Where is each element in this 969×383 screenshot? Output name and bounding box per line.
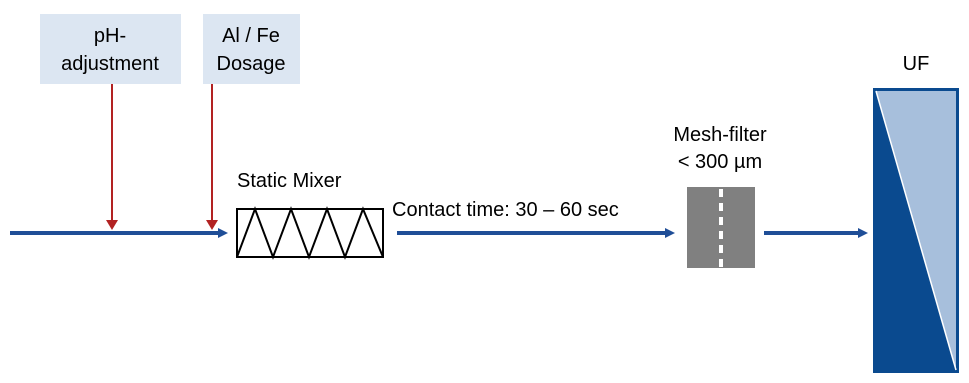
inlet-flow-arrowhead <box>218 228 228 238</box>
static-mixer-zigzag <box>236 206 384 260</box>
ph-dosing-arrowhead <box>106 220 118 230</box>
mesh-filter-label-line2: < 300 µm <box>678 151 762 173</box>
mesh-filter-block <box>687 187 755 268</box>
ph-adjustment-box <box>40 14 181 84</box>
al-fe-dosing-arrowhead <box>206 220 218 230</box>
mesh-filter-label-line1: Mesh-filter <box>673 124 767 146</box>
static-mixer-label: Static Mixer <box>237 170 342 192</box>
al-fe-dosage-label-line2: Dosage <box>217 53 286 75</box>
ph-adjustment-label-line1: pH- <box>94 25 126 47</box>
contact-time-label: Contact time: 30 – 60 sec <box>392 199 619 221</box>
al-fe-dosage-label-line1: Al / Fe <box>222 25 280 47</box>
uf-module-diagonal <box>875 90 957 371</box>
static-mixer-box <box>236 208 384 258</box>
ph-adjustment-label-line2: adjustment <box>61 53 159 75</box>
outlet-flow-arrowhead <box>858 228 868 238</box>
al-fe-dosage-box <box>203 14 300 84</box>
uf-label: UF <box>903 53 930 75</box>
contact-flow-arrowhead <box>665 228 675 238</box>
